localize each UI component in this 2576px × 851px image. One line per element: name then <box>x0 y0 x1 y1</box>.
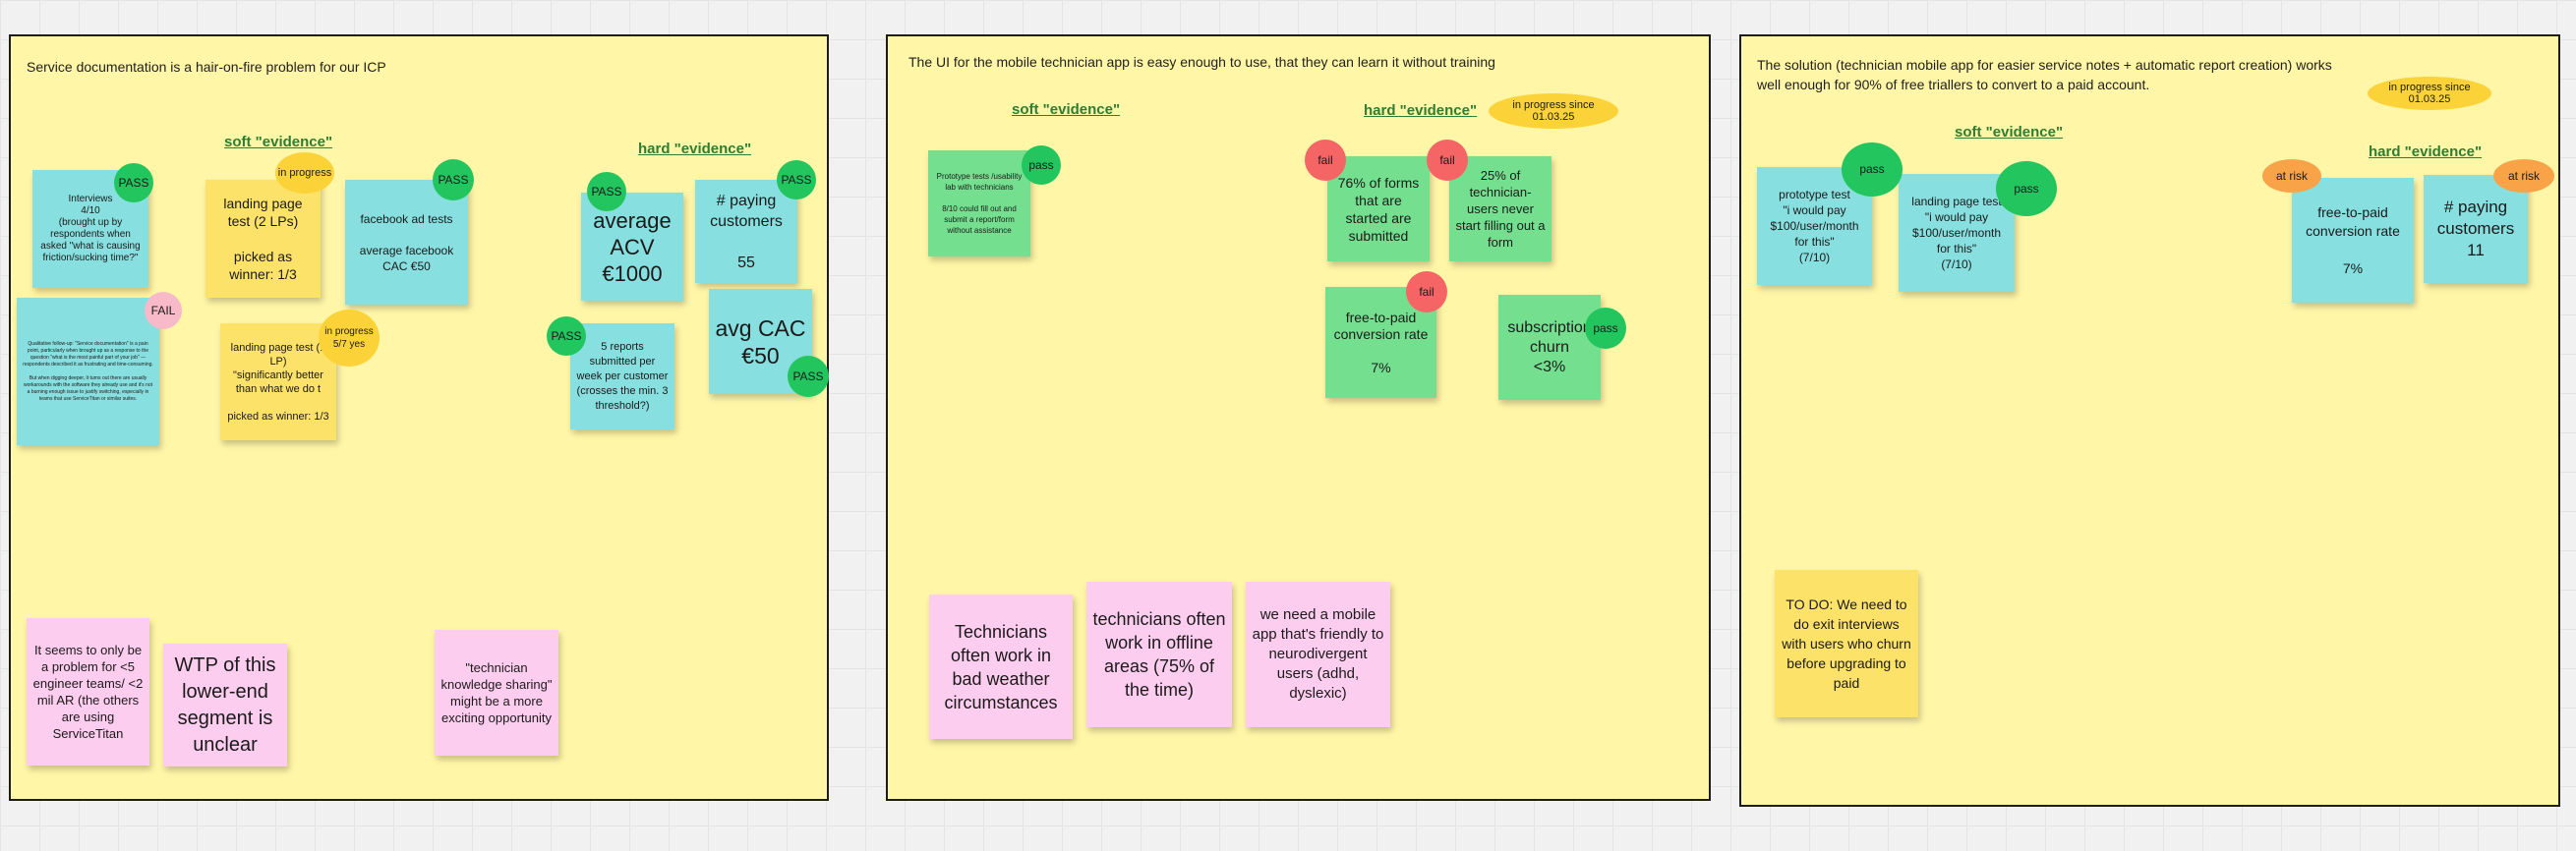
at-risk-badge[interactable]: at risk <box>2262 159 2321 193</box>
sticky-subscription-churn[interactable]: subscription churn <3% <box>1498 295 1601 400</box>
sticky-knowledge-sharing[interactable]: "technician knowledge sharing" might be … <box>435 630 558 756</box>
pass-badge[interactable]: PASS <box>114 163 153 202</box>
soft-evidence-heading: soft "evidence" <box>1955 124 2064 141</box>
sticky-offline-areas[interactable]: technicians often work in offline areas … <box>1086 582 1232 727</box>
frame-title-problem: Service documentation is a hair-on-fire … <box>27 59 386 75</box>
fail-badge[interactable]: FAIL <box>145 292 182 329</box>
sticky-paying-customers[interactable]: # paying customers 55 <box>695 180 797 283</box>
pass-badge[interactable]: PASS <box>587 172 626 211</box>
sticky-forms-started[interactable]: 76% of forms that are started are submit… <box>1327 156 1430 261</box>
pass-badge[interactable]: PASS <box>788 356 829 397</box>
sticky-qualitative-notes[interactable]: Qualitative follow-up: "Service document… <box>17 298 159 445</box>
sticky-landing-page-test-2[interactable]: landing page test (1 LP) "significantly … <box>220 323 336 440</box>
in-progress-status[interactable]: in progress since 01.03.25 <box>2368 77 2491 110</box>
soft-evidence-heading: soft "evidence" <box>1012 101 1121 118</box>
in-progress-yes-badge[interactable]: in progress 5/7 yes <box>319 310 380 367</box>
in-progress-badge[interactable]: in progress <box>275 152 334 194</box>
frame-title-ui-usability: The UI for the mobile technician app is … <box>908 54 1495 70</box>
sticky-free-to-paid[interactable]: free-to-paid conversion rate 7% <box>2292 178 2414 303</box>
pass-badge[interactable]: PASS <box>547 316 586 356</box>
pass-badge[interactable]: PASS <box>777 160 816 199</box>
sticky-reports-submitted[interactable]: 5 reports submitted per week per custome… <box>570 323 674 429</box>
sticky-neurodivergent[interactable]: we need a mobile app that's friendly to … <box>1246 582 1390 727</box>
at-risk-badge[interactable]: at risk <box>2493 159 2554 193</box>
pass-badge[interactable]: pass <box>1022 145 1061 185</box>
soft-evidence-heading: soft "evidence" <box>224 134 333 150</box>
pass-badge[interactable]: pass <box>1842 142 1903 197</box>
fail-badge[interactable]: fail <box>1406 271 1447 312</box>
sticky-bad-weather[interactable]: Technicians often work in bad weather ci… <box>929 595 1073 739</box>
sticky-facebook-ad-tests[interactable]: facebook ad tests average facebook CAC €… <box>345 180 468 305</box>
sticky-average-acv[interactable]: average ACV €1000 <box>581 193 683 301</box>
pass-badge[interactable]: pass <box>1996 161 2057 216</box>
pass-badge[interactable]: PASS <box>433 159 474 200</box>
hard-evidence-heading: hard "evidence" <box>1364 102 1478 119</box>
sticky-prototype-tests[interactable]: Prototype tests /usability lab with tech… <box>928 150 1030 256</box>
sticky-only-small-teams[interactable]: It seems to only be a problem for <5 eng… <box>27 618 149 766</box>
in-progress-status[interactable]: in progress since 01.03.25 <box>1489 93 1618 129</box>
sticky-todo-exit-interviews[interactable]: TO DO: We need to do exit interviews wit… <box>1775 570 1918 717</box>
sticky-landing-page-test[interactable]: landing page test (2 LPs) picked as winn… <box>205 180 321 298</box>
sticky-prototype-test[interactable]: prototype test "i would pay $100/user/mo… <box>1757 167 1872 285</box>
fail-badge[interactable]: fail <box>1427 140 1468 181</box>
sticky-wtp-unclear[interactable]: WTP of this lower-end segment is unclear <box>163 644 287 766</box>
sticky-paying-customers[interactable]: # paying customers 11 <box>2424 175 2528 283</box>
sticky-landing-page-test[interactable]: landing page test "i would pay $100/user… <box>1899 174 2015 292</box>
fail-badge[interactable]: fail <box>1305 140 1346 181</box>
pass-badge[interactable]: pass <box>1585 308 1626 349</box>
hard-evidence-heading: hard "evidence" <box>638 141 752 157</box>
frame-title-solution-conversion: The solution (technician mobile app for … <box>1757 57 2332 92</box>
sticky-never-start-form[interactable]: 25% of technician-users never start fill… <box>1449 156 1551 261</box>
hard-evidence-heading: hard "evidence" <box>2369 143 2483 160</box>
